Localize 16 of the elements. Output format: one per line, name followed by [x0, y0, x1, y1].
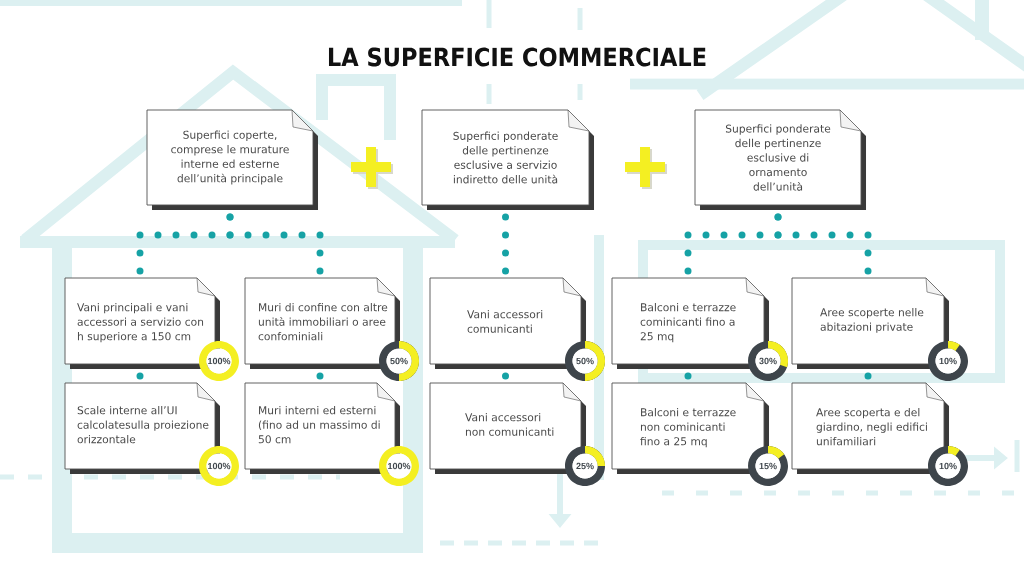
percent-ring: 10% — [928, 446, 968, 486]
dotted-connector — [864, 372, 872, 380]
percent-ring: 15% — [748, 446, 788, 486]
dotted-connector — [316, 372, 324, 380]
note-box: Superfici coperte, comprese le murature interne ed esterne dell’unità principale — [146, 109, 318, 210]
dotted-connector — [684, 372, 692, 380]
note-box: Superfici ponderate delle pertinenze esclusive a servizio indiretto delle unità — [421, 109, 594, 210]
note-box: Superfici ponderate delle pertinenze esclusive di ornamento dell’unità — [694, 109, 866, 210]
percent-ring: 100% — [199, 341, 239, 381]
dotted-connector — [774, 213, 872, 275]
title: LA SUPERFICIE COMMERCIALE — [329, 47, 706, 67]
dotted-connector — [226, 213, 324, 275]
dotted-connector — [502, 372, 509, 380]
percent-ring: 100% — [199, 446, 239, 486]
dotted-connector — [502, 213, 509, 275]
dotted-connector — [136, 372, 144, 380]
